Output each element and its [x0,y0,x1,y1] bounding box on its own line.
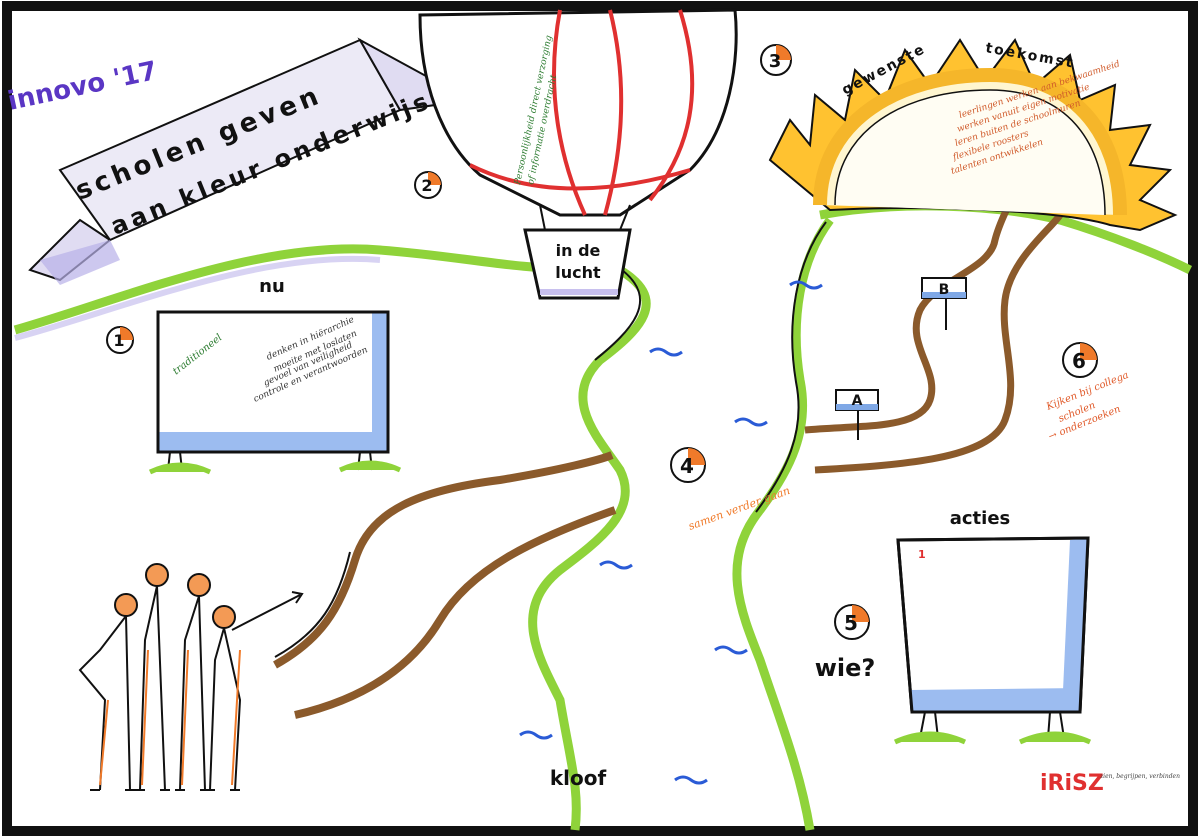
number-badge-3 [760,44,792,76]
number-badge-4 [670,447,706,483]
paths-notes: Kijken bij collega scholen → onderzoeken [1044,370,1130,443]
water-marks [519,280,823,785]
left-road-upper [273,451,614,669]
basket-line-1: in de [556,241,601,260]
people-group-illustration [78,563,304,791]
number-2: 2 [421,176,432,195]
number-badge-1 [106,326,134,354]
river-bank-right [732,217,834,831]
left-road-lower [294,506,617,719]
who-label: wie? [815,654,876,682]
number-4: 4 [680,454,694,478]
actions-title: acties [950,508,1011,529]
number-badge-2 [414,171,442,199]
left-hill [13,244,571,335]
sign-b [921,277,967,330]
number-badge-5 [834,604,870,640]
river-bank-left [528,266,651,831]
basket-line-2: lucht [555,263,601,282]
sign-b-label: B [939,282,950,298]
path-inner [804,199,1014,434]
number-1: 1 [113,331,124,350]
path-outer [814,212,1063,474]
logo-tagline: zien, begrijpen, verbinden [1099,773,1180,780]
actions-board [893,536,1092,745]
gap-title: kloof [550,766,607,790]
hot-air-balloon [418,8,738,300]
event-title: innovo '17 [5,56,160,117]
sign-a [835,389,879,440]
brand-logo: iRiSZ zien, begrijpen, verbinden [1040,771,1180,796]
now-board [148,310,402,475]
left-hill-shadow [14,255,381,341]
actions-first-item: 1 [918,548,926,561]
number-6: 6 [1072,349,1086,373]
now-title: nu [259,276,285,297]
sun-illustration [768,38,1178,232]
number-badge-6 [1062,342,1098,378]
gap-note: samen verder gaan [687,484,792,533]
sign-a-label: A [852,393,863,409]
number-5: 5 [844,611,858,635]
logo-wordmark: iRiSZ [1040,771,1104,796]
number-3: 3 [769,51,782,72]
